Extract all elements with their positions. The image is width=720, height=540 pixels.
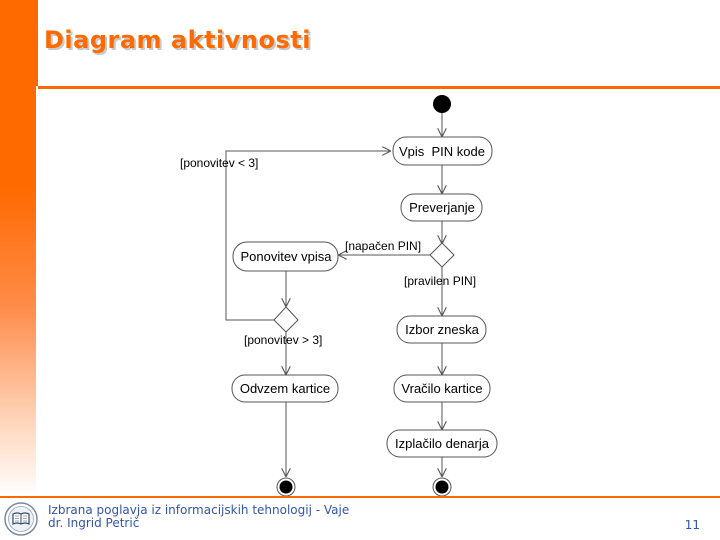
action-vracilo-kartice	[393, 374, 491, 403]
decision-pin-check	[429, 242, 455, 268]
book-logo-icon	[4, 502, 38, 536]
guard-ponovitev-gt3: [ponovitev > 3]	[244, 333, 322, 347]
edge-retry-loop	[225, 151, 390, 321]
title-vertical-rule	[36, 0, 38, 86]
final-node-left	[276, 477, 296, 496]
label-preverjanje: Preverjanje	[409, 200, 475, 215]
decision-retry-count	[273, 306, 299, 333]
footer-course-title: Izbrana poglavja iz informacijskih tehno…	[48, 503, 350, 517]
activity-diagram: Vpis PIN kode Preverjanje Ponovitev vpis…	[180, 95, 498, 496]
action-vpis-pin-kode	[392, 136, 493, 166]
action-izplacilo-denarja	[386, 429, 498, 458]
label-izplacilo-denarja: Izplačilo denarja	[395, 436, 490, 451]
label-vpis-pin-kode: Vpis PIN kode	[399, 144, 485, 159]
footer-author: dr. Ingrid Petrič	[48, 516, 140, 530]
page-number: 11	[684, 518, 700, 532]
label-odvzem-kartice: Odvzem kartice	[240, 381, 330, 396]
label-izbor-zneska: Izbor zneska	[405, 322, 479, 337]
final-node-right	[432, 477, 452, 496]
initial-node	[433, 95, 451, 113]
guard-napacen-pin: [napačen PIN]	[345, 239, 421, 253]
action-izbor-zneska	[396, 315, 487, 344]
title-underline	[0, 86, 720, 89]
action-ponovitev-vpisa	[232, 241, 339, 272]
guard-ponovitev-lt3: [ponovitev < 3]	[180, 156, 258, 170]
action-preverjanje	[400, 193, 483, 222]
footer-course-info: Izbrana poglavja iz informacijskih tehno…	[48, 504, 349, 530]
left-accent-bar	[0, 0, 36, 496]
footer-rule	[0, 496, 720, 498]
label-vracilo-kartice: Vračilo kartice	[401, 381, 482, 396]
action-odvzem-kartice	[231, 374, 339, 403]
guard-pravilen-pin: [pravilen PIN]	[404, 274, 476, 288]
label-ponovitev-vpisa: Ponovitev vpisa	[240, 249, 332, 264]
slide-title: Diagram aktivnosti	[44, 26, 311, 54]
